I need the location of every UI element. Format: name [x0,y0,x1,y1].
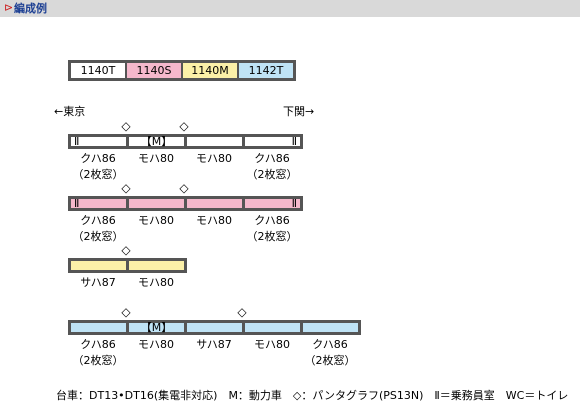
car-type-label: サハ87 [196,338,232,351]
pantograph-icon: ◇ [237,305,247,319]
car-type-label: モハ80 [138,214,174,227]
car-type-label: モハ80 [138,152,174,165]
car-note-label: （2枚窓） [304,354,356,367]
car-type-label: クハ86 [254,152,290,165]
bullet-arrow-icon: ⊳ [4,1,14,14]
car-note-label: （2枚窓） [72,168,124,181]
pantograph-icon: ◇ [121,305,131,319]
train-car: Ⅱ [68,196,129,211]
car-type-label: クハ86 [80,152,116,165]
crew-cab-mark: Ⅱ [291,197,297,210]
pantograph-icon: ◇ [179,181,189,195]
pantograph-icon: ◇ [121,181,131,195]
train-car: 【M】 [126,320,187,335]
car-type-label: クハ86 [254,214,290,227]
car-note-label: （2枚窓） [72,230,124,243]
pantograph-icon: ◇ [121,243,131,257]
train-car [184,196,245,211]
car-note-label: （2枚窓） [246,168,298,181]
train-car [300,320,361,335]
crew-cab-mark: Ⅱ [291,135,297,148]
car-type-label: モハ80 [196,152,232,165]
car-type-label: クハ86 [80,214,116,227]
pantograph-icon: ◇ [179,119,189,133]
train-car: Ⅱ [242,134,303,149]
car-type-label: モハ80 [138,276,174,289]
crew-cab-mark: Ⅱ [74,135,80,148]
legend-cell-1140m: 1140M [183,63,239,78]
car-note-label: （2枚窓） [246,230,298,243]
legend-cell-1140s: 1140S [127,63,183,78]
legend-cell-1142t: 1142T [239,63,293,78]
section-title: 編成例 [14,2,47,15]
train-car [242,320,303,335]
train-car [184,134,245,149]
car-type-label: サハ87 [80,276,116,289]
train-car [126,196,187,211]
train-car [68,320,129,335]
motor-car-mark: 【M】 [140,135,173,148]
direction-left-label: ←東京 [54,105,86,118]
train-car: 【M】 [126,134,187,149]
car-type-label: モハ80 [138,338,174,351]
section-header: ⊳ 編成例 [0,0,580,17]
train-car: Ⅱ [68,134,129,149]
car-type-label: クハ86 [80,338,116,351]
pantograph-icon: ◇ [121,119,131,133]
car-note-label: （2枚窓） [72,354,124,367]
train-car [68,258,129,273]
car-type-label: クハ86 [312,338,348,351]
footer-legend-note: 台車：DT13•DT16(集電非対応) M：動力車 ◇：パンタグラフ(PS13N… [56,389,569,402]
train-car [126,258,187,273]
legend-cell-1140t: 1140T [71,63,127,78]
car-type-label: モハ80 [254,338,290,351]
motor-car-mark: 【M】 [140,321,173,334]
crew-cab-mark: Ⅱ [74,197,80,210]
direction-right-label: 下関→ [283,105,315,118]
train-car: Ⅱ [242,196,303,211]
page-top-link[interactable] [520,396,580,410]
train-car [184,320,245,335]
car-type-label: モハ80 [196,214,232,227]
